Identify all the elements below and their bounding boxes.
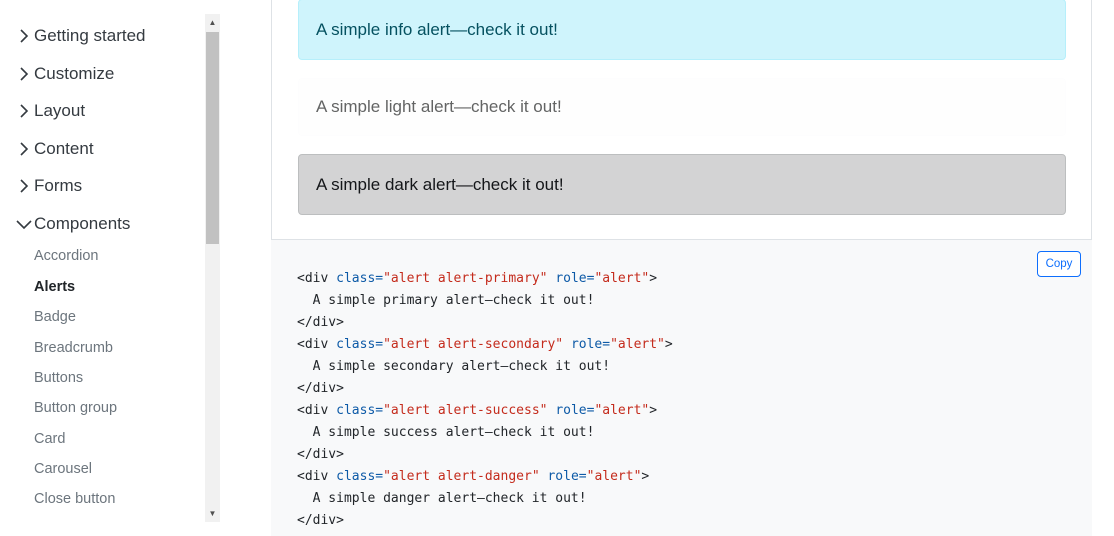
code-tag: <div <box>297 271 329 286</box>
code-string: "alert" <box>594 271 650 286</box>
code-attr: class= <box>336 469 384 484</box>
example-preview: A simple info alert—check it out! A simp… <box>271 0 1092 240</box>
code-tag: </div> <box>297 315 344 330</box>
code-tag: <div <box>297 337 329 352</box>
chevron-right-icon <box>14 101 34 121</box>
code-line: <div class="alert alert-success" role="a… <box>297 403 657 418</box>
code-tag: </div> <box>297 513 344 528</box>
code-tag: </div> <box>297 447 344 462</box>
sidebar-item-close-button[interactable]: Close button <box>34 491 116 507</box>
sidebar-section-label: Layout <box>34 101 86 120</box>
code-string: "alert" <box>586 469 642 484</box>
code-string: "alert alert-primary" <box>383 271 548 286</box>
code-string: "alert alert-danger" <box>383 469 540 484</box>
code-tag: > <box>664 337 673 352</box>
code-line: <div class="alert alert-primary" role="a… <box>297 271 657 286</box>
sidebar-section-label: Customize <box>34 64 115 83</box>
code-tag: </div> <box>297 381 344 396</box>
sidebar-item-buttons[interactable]: Buttons <box>34 370 84 386</box>
alert-light: A simple light alert—check it out! <box>298 78 1066 136</box>
sidebar-item-button-group[interactable]: Button group <box>34 400 118 416</box>
alert-dark: A simple dark alert—check it out! <box>298 154 1066 215</box>
chevron-right-icon <box>14 64 34 84</box>
code-tag: > <box>649 271 658 286</box>
code-text: A simple primary alert—check it out! <box>312 293 595 308</box>
sidebar-section-getting-started[interactable]: Getting started <box>14 21 146 51</box>
code-tag: > <box>641 469 650 484</box>
code-text: A simple secondary alert—check it out! <box>312 359 611 374</box>
alert-info: A simple info alert—check it out! <box>298 0 1066 60</box>
sidebar-section-content[interactable]: Content <box>14 134 94 164</box>
sidebar-section-label: Components <box>34 214 131 233</box>
sidebar-scrollbar[interactable]: ▲ ▼ <box>205 14 220 522</box>
sidebar-item-card[interactable]: Card <box>34 431 66 447</box>
alert-light-text: A simple light alert—check it out! <box>316 97 562 116</box>
code-attr: class= <box>336 337 384 352</box>
sidebar-item-breadcrumb[interactable]: Breadcrumb <box>34 340 113 356</box>
code-string: "alert" <box>594 403 650 418</box>
code-text: A simple success alert—check it out! <box>312 425 595 440</box>
sidebar-section-forms[interactable]: Forms <box>14 171 82 201</box>
code-attr: role= <box>555 271 595 286</box>
sidebar-section-layout[interactable]: Layout <box>14 96 85 126</box>
code-line: <div class="alert alert-danger" role="al… <box>297 469 649 484</box>
sidebar-item-alerts[interactable]: Alerts <box>34 279 76 295</box>
code-attr: class= <box>336 271 384 286</box>
copy-button[interactable]: Copy <box>1037 251 1081 277</box>
sidebar-section-label: Content <box>34 139 94 158</box>
sidebar-item-badge[interactable]: Badge <box>34 309 76 325</box>
sidebar-item-accordion[interactable]: Accordion <box>34 248 99 264</box>
code-line: <div class="alert alert-secondary" role=… <box>297 337 673 352</box>
code-string: "alert alert-success" <box>383 403 548 418</box>
code-tag: <div <box>297 469 329 484</box>
chevron-right-icon <box>14 176 34 196</box>
code-attr: role= <box>570 337 611 352</box>
code-attr: class= <box>336 403 384 418</box>
scroll-down-arrow-icon[interactable]: ▼ <box>208 509 217 518</box>
chevron-right-icon <box>14 26 34 46</box>
code-attr: role= <box>547 469 587 484</box>
sidebar-section-label: Forms <box>34 176 83 195</box>
sidebar: Getting started Customize Layout Content… <box>0 0 205 536</box>
sidebar-section-components[interactable]: Components <box>14 209 130 239</box>
sidebar-section-customize[interactable]: Customize <box>14 59 114 89</box>
code-string: "alert" <box>610 337 665 352</box>
sidebar-section-label: Getting started <box>34 26 146 45</box>
code-tag: > <box>649 403 658 418</box>
sidebar-item-carousel[interactable]: Carousel <box>34 461 93 477</box>
code-attr: role= <box>555 403 595 418</box>
code-string: "alert alert-secondary" <box>383 337 564 352</box>
scroll-up-arrow-icon[interactable]: ▲ <box>208 18 217 27</box>
scrollbar-thumb[interactable] <box>206 32 219 244</box>
code-snippet: Copy <div class="alert alert-primary" ro… <box>271 240 1092 536</box>
code-lines: <div class="alert alert-primary" role="a… <box>297 268 673 532</box>
chevron-down-icon <box>14 214 34 234</box>
code-text: A simple danger alert—check it out! <box>312 491 587 506</box>
chevron-right-icon <box>14 139 34 159</box>
code-tag: <div <box>297 403 329 418</box>
alert-dark-text: A simple dark alert—check it out! <box>316 174 564 194</box>
alert-info-text: A simple info alert—check it out! <box>316 19 558 39</box>
